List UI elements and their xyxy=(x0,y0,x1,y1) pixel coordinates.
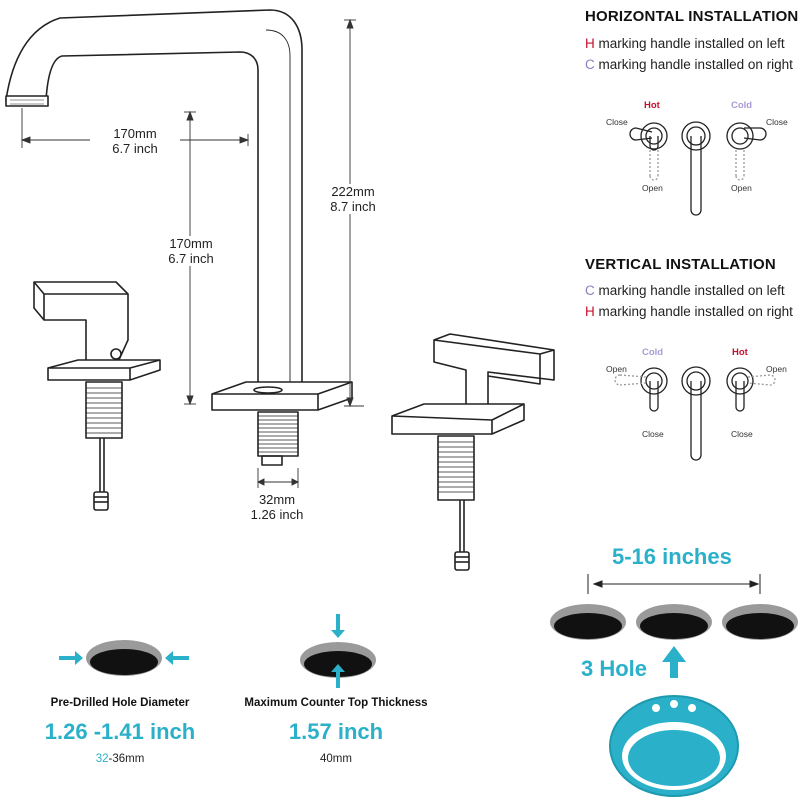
vertical-title: VERTICAL INSTALLATION xyxy=(585,256,776,273)
horizontal-close-right: Close xyxy=(766,117,788,127)
total-height-inch: 8.7 inch xyxy=(330,199,376,214)
hole-diameter-value: 1.26 -1.41 inch xyxy=(44,719,196,744)
horizontal-line-1-text: marking handle installed on left xyxy=(594,36,785,51)
cold-letter: C xyxy=(585,57,595,72)
vertical-open-left: Open xyxy=(606,364,627,374)
vertical-line-1-text: marking handle installed on left xyxy=(594,283,785,298)
total-height-label: 222mm 8.7 inch xyxy=(308,184,398,214)
total-height-mm: 222mm xyxy=(331,184,375,199)
spout-height-inch: 6.7 inch xyxy=(168,251,214,266)
spout-reach-inch: 6.7 inch xyxy=(112,141,158,156)
spout-reach-label: 170mm 6.7 inch xyxy=(90,126,180,156)
vertical-close-right: Close xyxy=(731,429,753,439)
horizontal-line-1: H marking handle installed on left xyxy=(585,36,785,51)
hot-letter: H xyxy=(585,36,595,51)
vertical-cold-label: Cold xyxy=(642,347,664,358)
spout-height-label: 170mm 6.7 inch xyxy=(146,236,236,266)
hole-diameter-icon xyxy=(59,640,189,676)
horizontal-open-right: Open xyxy=(731,183,752,193)
hole-diameter-caption: Pre-Drilled Hole Diameter xyxy=(50,697,190,709)
counter-thickness-mm: 40mm xyxy=(320,753,352,765)
hole-diameter-mm-rest: -36mm xyxy=(108,753,145,765)
counter-thickness-caption: Maximum Counter Top Thickness xyxy=(244,697,428,709)
vertical-open-right: Open xyxy=(766,364,787,374)
horizontal-cold-label: Cold xyxy=(731,100,753,111)
vertical-hot-label: Hot xyxy=(732,347,748,358)
horizontal-close-left: Close xyxy=(606,117,628,127)
shank-label: 32mm 1.26 inch xyxy=(232,492,322,522)
vertical-line-1: C marking handle installed on left xyxy=(585,283,785,298)
three-hole-diagram xyxy=(550,574,798,797)
shank-inch: 1.26 inch xyxy=(250,507,304,522)
spacing-range: 5-16 inches xyxy=(612,544,732,569)
shank-mm: 32mm xyxy=(258,492,296,507)
vertical-line-2: H marking handle installed on right xyxy=(585,304,793,319)
hole-diameter-mm-min: 32 xyxy=(95,753,109,765)
vertical-line-2-text: marking handle installed on right xyxy=(594,304,793,319)
horizontal-title: HORIZONTAL INSTALLATION xyxy=(585,8,799,25)
faucet-drawing xyxy=(5,9,555,571)
horizontal-open-left: Open xyxy=(642,183,663,193)
horizontal-handles-diagram xyxy=(629,121,767,216)
spout-reach-mm: 170mm xyxy=(113,126,157,141)
right-handle xyxy=(433,333,555,415)
counter-thickness-icon xyxy=(300,614,376,688)
spout-height-mm: 170mm xyxy=(169,236,213,251)
counter-thickness-value: 1.57 inch xyxy=(288,719,384,744)
vertical-handles-diagram xyxy=(614,366,776,461)
horizontal-hot-label: Hot xyxy=(644,100,660,111)
three-hole-label: 3 Hole xyxy=(581,656,648,681)
hot-letter: H xyxy=(585,304,595,319)
horizontal-line-2: C marking handle installed on right xyxy=(585,57,793,72)
spout xyxy=(5,9,303,389)
hole-diameter-mm: 32-36mm xyxy=(20,753,220,765)
cold-letter: C xyxy=(585,283,595,298)
vertical-close-left: Close xyxy=(642,429,664,439)
horizontal-line-2-text: marking handle installed on right xyxy=(594,57,793,72)
